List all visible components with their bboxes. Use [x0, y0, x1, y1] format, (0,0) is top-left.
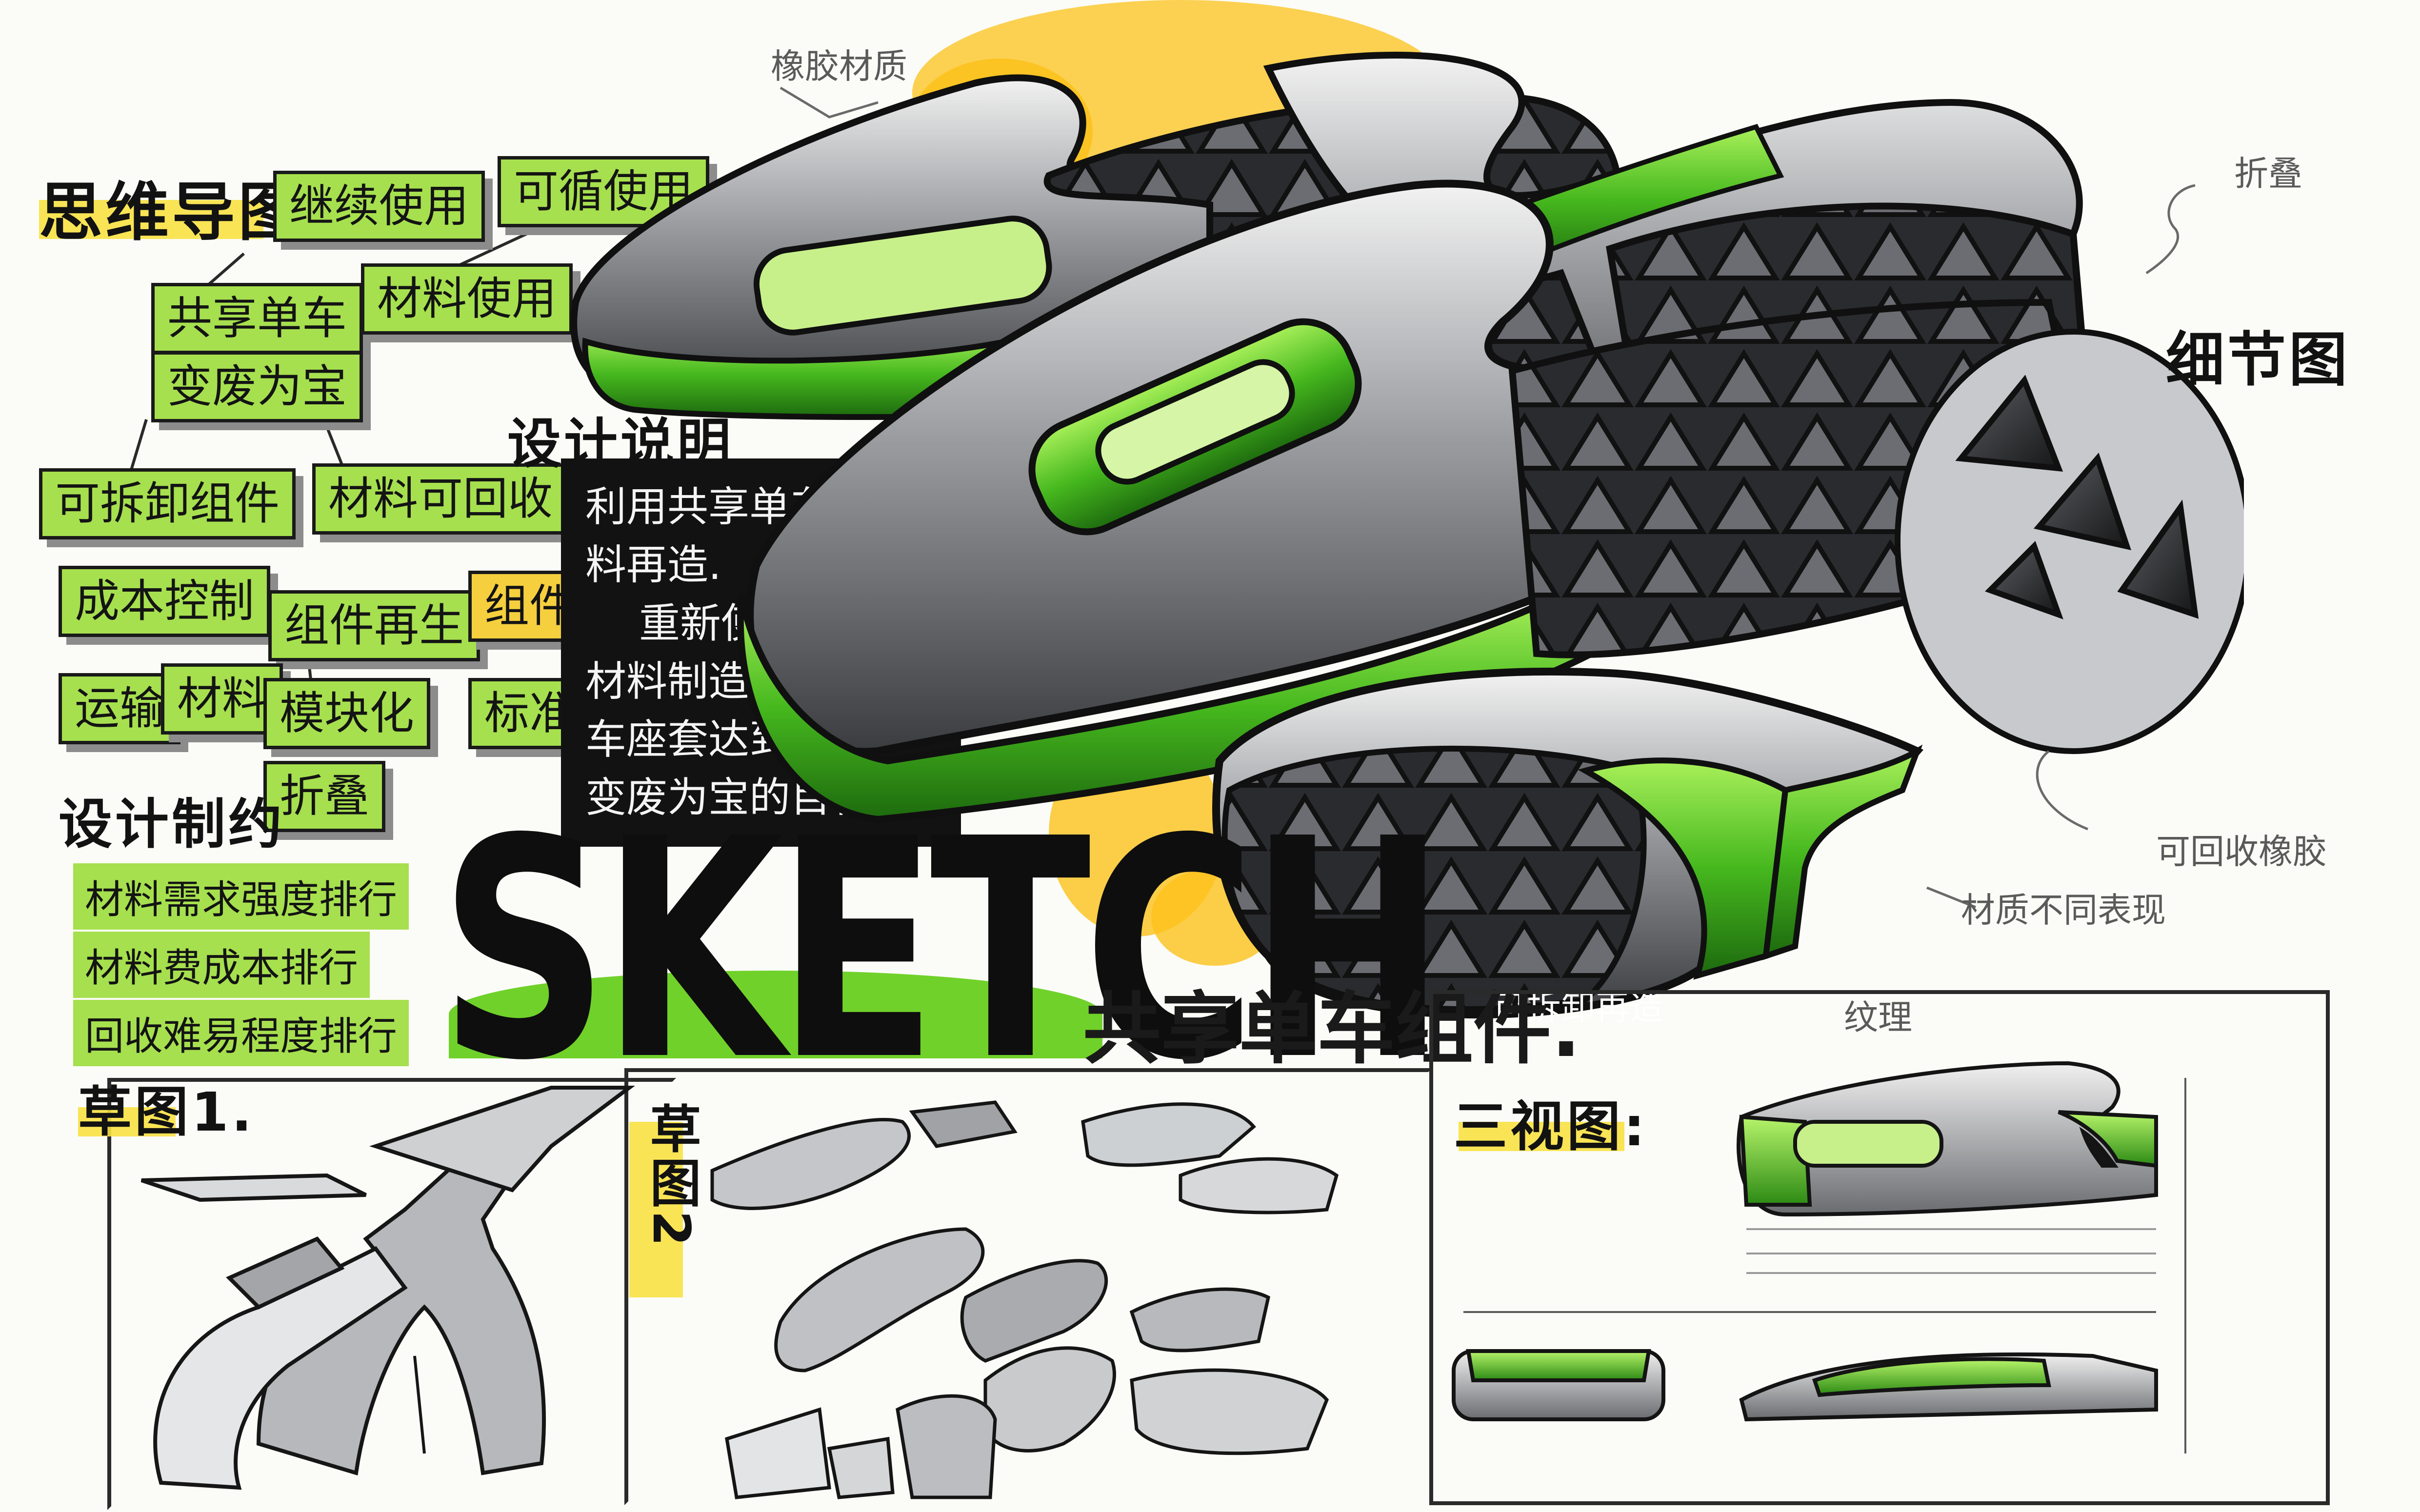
three-view-frame [1429, 990, 2330, 1505]
sketch2-drawing [710, 1100, 1339, 1499]
condition-item-recycle: 回收难易程度排行 [73, 1000, 409, 1066]
mind-map-heading: 思维导图 [39, 175, 305, 249]
hero-seat-sketch [570, 52, 2244, 1019]
sketch1-drawing [140, 1086, 635, 1490]
node-continue-use: 继续使用 [273, 171, 485, 242]
three-view-heading-highlight [1459, 1122, 1624, 1151]
node-material-recycle: 材料可回收 [312, 463, 569, 535]
design-note-line: 料再造. [585, 541, 721, 589]
mind-map-heading-highlight [39, 200, 263, 239]
sketch2-heading-highlight [629, 1122, 683, 1297]
sketch1-heading-highlight [78, 1107, 176, 1136]
node-fold: 折叠 [263, 761, 386, 832]
node-waste-to-treasure: 变废为宝 [151, 351, 363, 422]
node-transport: 运输 [59, 673, 181, 744]
node-shared-bike: 共享单车 [151, 283, 363, 354]
condition-item-cost: 材料费成本排行 [73, 932, 370, 998]
annotation-rubber-material: 橡胶材质 [771, 46, 907, 86]
condition-item-strength: 材料需求强度排行 [73, 863, 409, 930]
title-green-swash [449, 971, 1102, 1058]
sketch1-heading: 草图1. [78, 1081, 255, 1143]
node-detachable-parts: 可拆卸组件 [39, 468, 296, 539]
detail-heading: 细节图 [2166, 326, 2350, 394]
sketch-title: SKETCH [439, 775, 1446, 1127]
sketch1-frame [107, 1078, 676, 1510]
three-view-heading: 三视图: [1454, 1095, 1648, 1158]
annotation-fold: 折叠 [2234, 154, 2302, 194]
sketch2-heading: 草图2 [641, 1102, 701, 1250]
annotation-material-surface: 材质不同表现 [1961, 890, 2166, 930]
design-note-line: 车座套达到 [585, 716, 791, 764]
node-material-use: 材料使用 [361, 263, 573, 335]
annotation-recyclable-rubber: 可回收橡胶 [2156, 832, 2327, 872]
annotation-detachable: 可拆卸再造 [1493, 988, 1663, 1028]
sketch-subtitle: 共享单车组件. [1083, 983, 1581, 1074]
node-cost-control: 成本控制 [59, 566, 271, 637]
three-view-drawing [1452, 1061, 2186, 1453]
annotation-texture: 纹理 [1844, 997, 1912, 1037]
node-part-regeneration: 组件再生 [268, 590, 480, 661]
node-modular: 模块化 [263, 678, 431, 749]
design-conditions-heading: 设计制约 [59, 793, 285, 855]
sketch2-frame [624, 1068, 1432, 1505]
